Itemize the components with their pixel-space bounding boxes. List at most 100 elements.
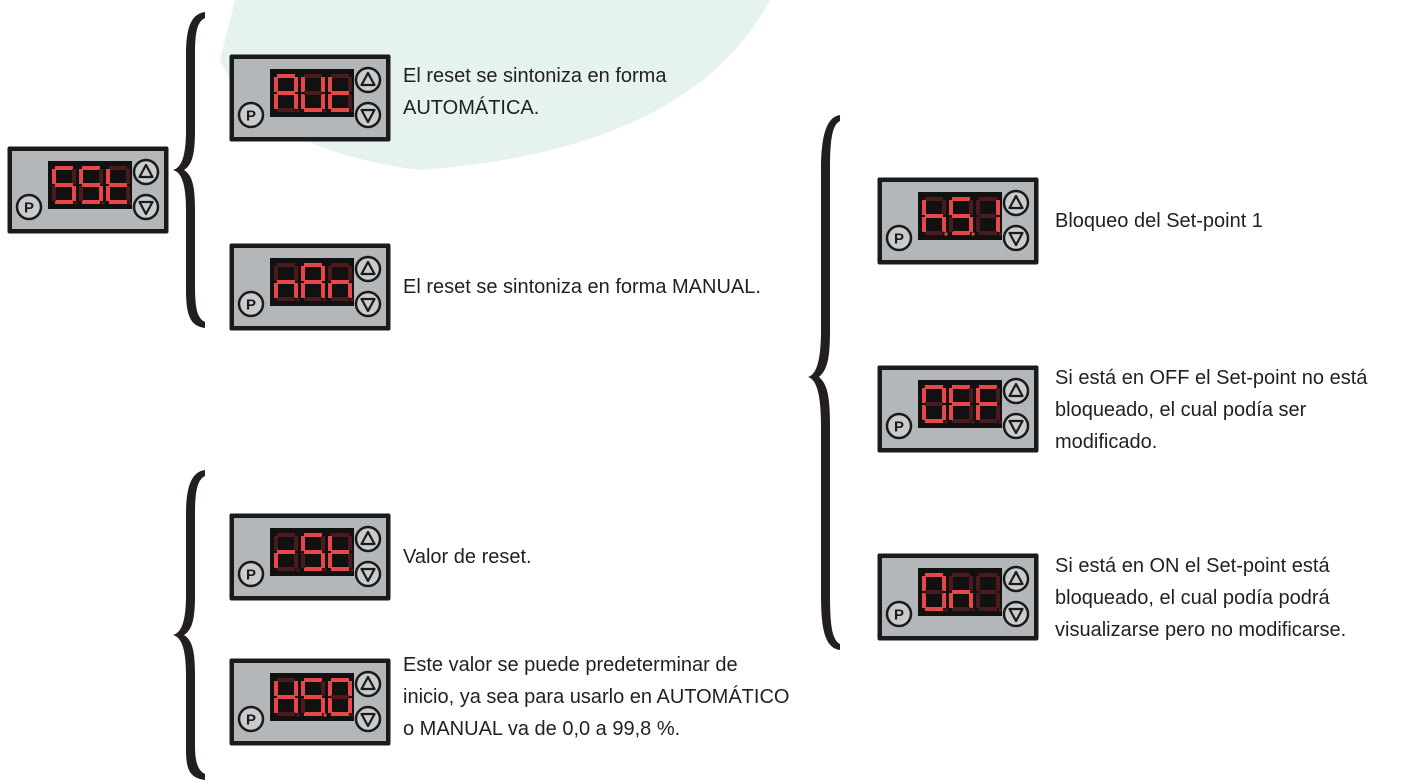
description-line: bloqueado, el cual podía podrá xyxy=(1055,587,1330,609)
segment-e xyxy=(52,186,56,201)
segment-b xyxy=(942,388,946,403)
down-arrow-icon[interactable] xyxy=(132,193,160,221)
segment-g xyxy=(304,695,322,699)
segment-d xyxy=(979,231,997,235)
down-arrow-icon[interactable] xyxy=(354,705,382,733)
segment-c xyxy=(294,283,298,298)
down-arrow-icon[interactable] xyxy=(354,101,382,129)
segment-a xyxy=(277,678,295,682)
segment-g xyxy=(277,91,295,95)
segment-c xyxy=(321,94,325,109)
up-arrow-icon[interactable] xyxy=(1002,189,1030,217)
decimal-point xyxy=(296,568,300,572)
segment-g xyxy=(331,280,349,284)
segment-b xyxy=(321,266,325,281)
seven-segment-digit xyxy=(949,197,975,236)
p-button-icon[interactable]: P xyxy=(237,290,265,318)
segment-c xyxy=(942,405,946,420)
segment-d xyxy=(304,567,322,571)
segment-d xyxy=(82,200,100,204)
decimal-point xyxy=(998,232,1002,236)
up-arrow-icon[interactable] xyxy=(354,66,382,94)
segment-g xyxy=(277,550,295,554)
segment-g xyxy=(304,280,322,284)
down-arrow-icon[interactable] xyxy=(1002,224,1030,252)
segment-f xyxy=(949,388,953,403)
segment-f xyxy=(328,266,332,281)
segment-c xyxy=(969,217,973,232)
up-arrow-icon[interactable] xyxy=(1002,377,1030,405)
segment-a xyxy=(925,573,943,577)
segment-f xyxy=(106,169,110,184)
down-arrow-icon[interactable] xyxy=(1002,600,1030,628)
segment-b xyxy=(126,169,130,184)
segment-b xyxy=(969,200,973,215)
controller-rst: P xyxy=(228,512,392,602)
segment-a xyxy=(979,197,997,201)
seven-segment-digit xyxy=(106,166,132,205)
segment-f xyxy=(976,388,980,403)
up-arrow-icon[interactable] xyxy=(354,255,382,283)
svg-text:P: P xyxy=(894,231,904,248)
segment-c xyxy=(942,593,946,608)
segment-e xyxy=(301,94,305,109)
segment-d xyxy=(925,231,943,235)
down-arrow-icon[interactable] xyxy=(1002,412,1030,440)
decimal-point xyxy=(323,713,327,717)
p-button-icon[interactable]: P xyxy=(885,224,913,252)
segment-b xyxy=(294,536,298,551)
segment-b xyxy=(969,388,973,403)
p-button-icon[interactable]: P xyxy=(15,193,43,221)
description-aut: El reset se sintoniza en forma AUTOMÁTIC… xyxy=(403,60,666,124)
segment-a xyxy=(277,533,295,537)
p-button-icon[interactable]: P xyxy=(237,101,265,129)
description-on: Si está en ON el Set-point está bloquead… xyxy=(1055,550,1346,646)
controller-value: P xyxy=(228,657,392,747)
segment-d xyxy=(331,712,349,716)
p-button-icon[interactable]: P xyxy=(885,600,913,628)
description-line: AUTOMÁTICA. xyxy=(403,97,540,119)
down-arrow-icon[interactable] xyxy=(354,560,382,588)
p-button-icon[interactable]: P xyxy=(237,560,265,588)
segment-e xyxy=(106,186,110,201)
description-line: inicio, ya sea para usarlo en AUTOMÁTICO xyxy=(403,686,790,708)
seven-segment-digit xyxy=(328,74,354,113)
segment-b xyxy=(348,77,352,92)
segment-e xyxy=(922,405,926,420)
description-rst: Valor de reset. xyxy=(403,541,532,573)
seven-segment-digit xyxy=(922,385,948,424)
segment-e xyxy=(301,283,305,298)
segment-e xyxy=(301,698,305,713)
up-arrow-icon[interactable] xyxy=(354,670,382,698)
seven-segment-digit xyxy=(328,263,354,302)
segment-g xyxy=(331,695,349,699)
segment-g xyxy=(925,402,943,406)
seven-segment-digit xyxy=(949,385,975,424)
p-button-icon[interactable]: P xyxy=(885,412,913,440)
segment-d xyxy=(331,108,349,112)
segment-c xyxy=(969,593,973,608)
segment-a xyxy=(331,678,349,682)
segment-c xyxy=(294,553,298,568)
svg-text:P: P xyxy=(246,567,256,584)
segment-b xyxy=(996,576,1000,591)
up-arrow-icon[interactable] xyxy=(354,525,382,553)
decimal-point xyxy=(350,298,354,302)
segment-d xyxy=(277,712,295,716)
description-line: Bloqueo del Set-point 1 xyxy=(1055,210,1263,232)
segment-g xyxy=(109,183,127,187)
up-arrow-icon[interactable] xyxy=(1002,565,1030,593)
down-arrow-icon[interactable] xyxy=(354,290,382,318)
controller-panel: P xyxy=(229,513,391,601)
decimal-point xyxy=(323,298,327,302)
p-button-icon[interactable]: P xyxy=(237,705,265,733)
segment-c xyxy=(99,186,103,201)
segment-g xyxy=(304,550,322,554)
up-arrow-icon[interactable] xyxy=(132,158,160,186)
segment-a xyxy=(304,533,322,537)
segment-b xyxy=(348,681,352,696)
controller-panel: P xyxy=(877,177,1039,265)
seven-segment-digit xyxy=(301,74,327,113)
decimal-point xyxy=(971,420,975,424)
